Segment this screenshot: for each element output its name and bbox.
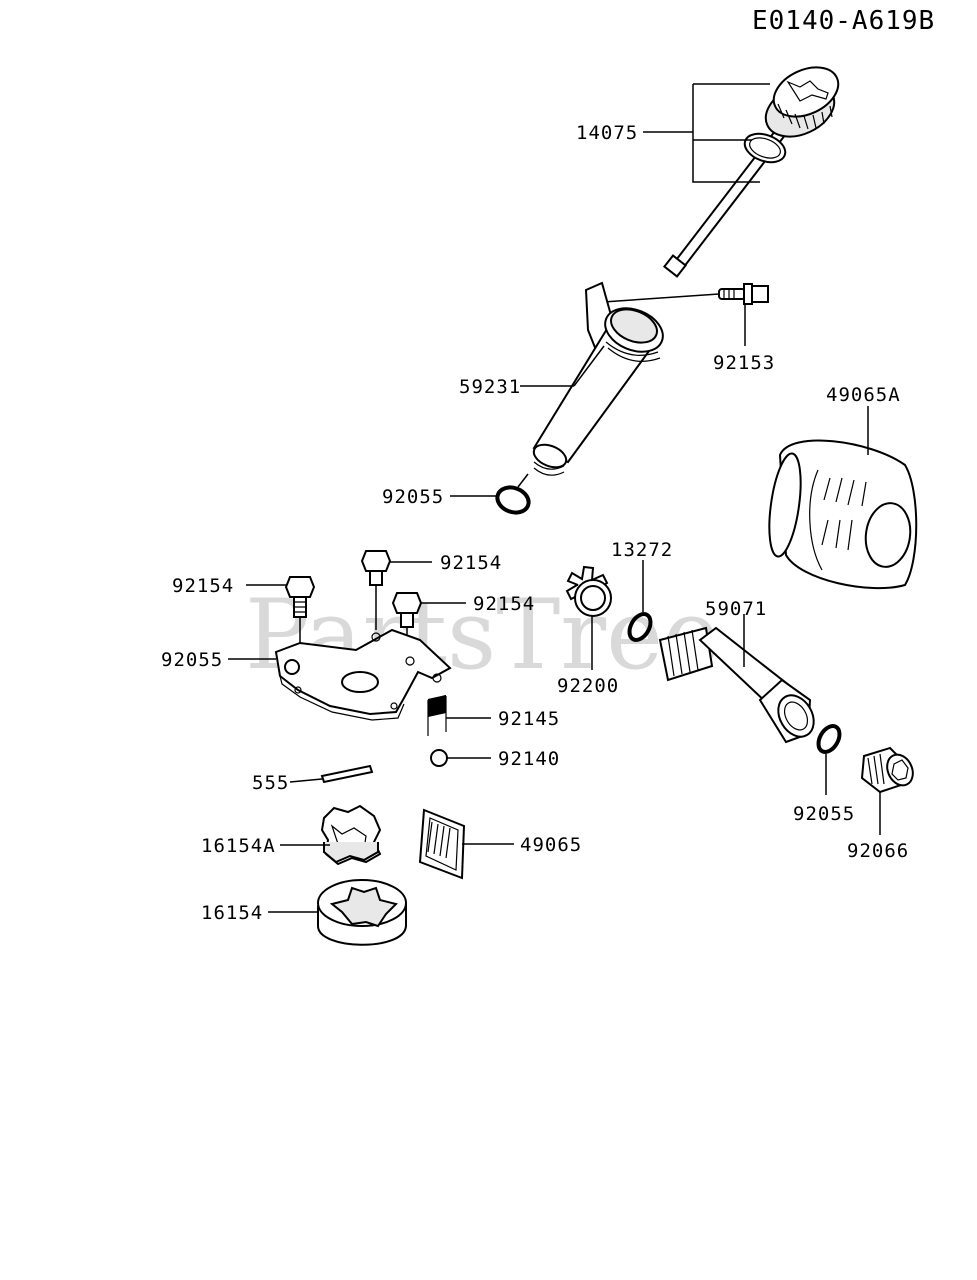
label-59231[interactable]: 59231	[459, 376, 521, 398]
label-92153[interactable]: 92153	[713, 352, 775, 374]
lock-washer-part[interactable]	[565, 565, 612, 617]
label-92154-middle[interactable]: 92154	[440, 552, 502, 574]
label-92055-middle[interactable]: 13272	[611, 539, 673, 561]
label-16154A[interactable]: 16154A	[201, 835, 276, 857]
bolt-92153-part[interactable]	[718, 283, 769, 305]
pump-cover-plate-part[interactable]	[274, 628, 452, 721]
drain-plug-part[interactable]	[860, 746, 918, 794]
label-555[interactable]: 555	[252, 772, 289, 794]
label-49065[interactable]: 49065	[520, 834, 582, 856]
bolt-92154-left-part[interactable]	[284, 576, 316, 618]
label-92154-right[interactable]: 92154	[473, 593, 535, 615]
label-13272[interactable]: 92055	[161, 649, 223, 671]
inner-rotor-part[interactable]	[320, 804, 382, 866]
diagram-code: E0140-A619B	[752, 6, 935, 36]
fill-tube-part[interactable]	[530, 281, 669, 476]
spring-part[interactable]	[427, 695, 447, 736]
check-ball-part[interactable]	[430, 749, 448, 767]
label-16154[interactable]: 16154	[201, 902, 263, 924]
label-92140[interactable]: 92140	[498, 748, 560, 770]
outer-rotor-part[interactable]	[317, 879, 407, 946]
bolt-92154-middle-part[interactable]	[360, 550, 392, 586]
oring-92055-upper-part[interactable]	[494, 483, 532, 516]
label-49065A[interactable]: 49065A	[826, 384, 901, 406]
oil-screen-part[interactable]	[418, 808, 466, 880]
label-92145[interactable]: 92145	[498, 708, 560, 730]
label-92066[interactable]: 92066	[847, 840, 909, 862]
label-59071[interactable]: 59071	[705, 598, 767, 620]
label-92055-lower[interactable]: 92055	[793, 803, 855, 825]
label-92200[interactable]: 92200	[557, 675, 619, 697]
pin-part[interactable]	[320, 764, 374, 784]
label-92055-upper[interactable]: 92055	[382, 486, 444, 508]
bolt-92154-right-part[interactable]	[391, 592, 423, 628]
oil-pipe-part[interactable]	[658, 626, 821, 744]
dipstick-cap-part[interactable]	[662, 58, 846, 278]
oring-92055-middle-part[interactable]	[625, 610, 655, 643]
oring-92055-lower-part[interactable]	[814, 722, 844, 755]
oil-filter-part[interactable]	[764, 439, 918, 590]
label-14075[interactable]: 14075	[576, 122, 638, 144]
label-92154-left[interactable]: 92154	[172, 575, 234, 597]
